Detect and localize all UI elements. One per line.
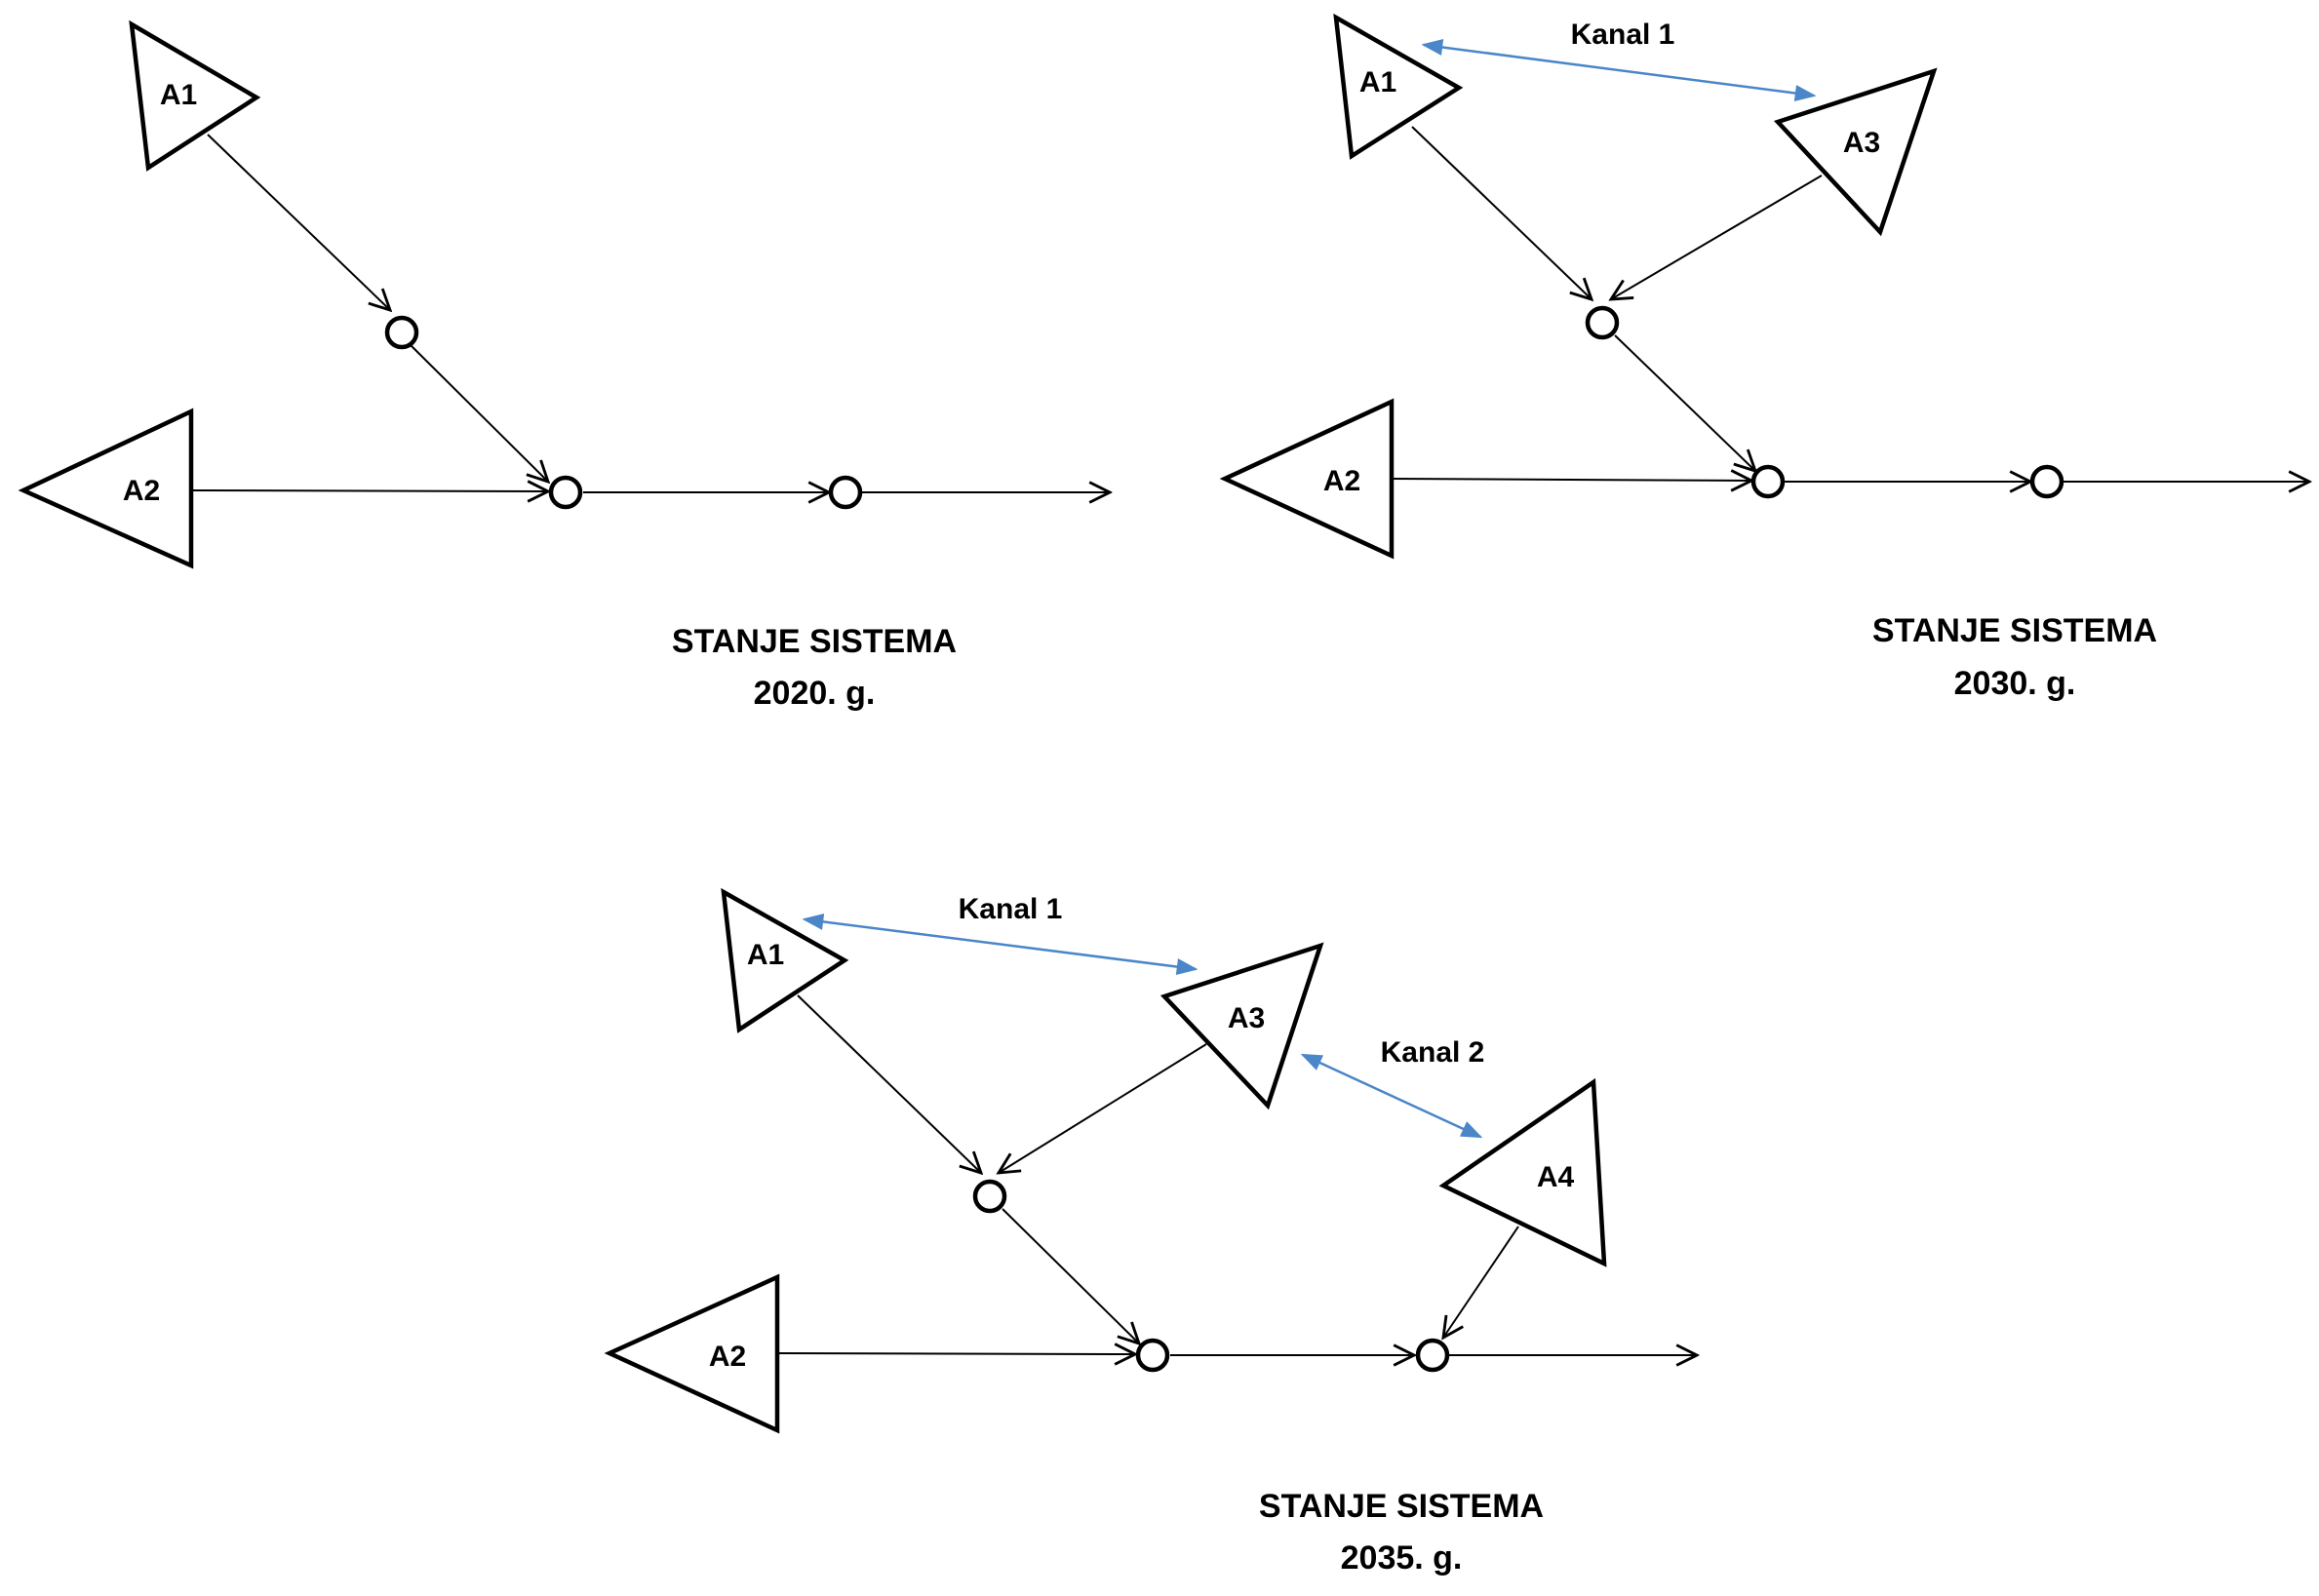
- node-label-a1: A1: [747, 939, 784, 971]
- edge-a4-to-node: [1443, 1226, 1519, 1338]
- channel-label-kanal-2: Kanal 2: [1381, 1036, 1485, 1069]
- panel-2020: A1 A2 STANJE SISTEMA 2020. g.: [18, 19, 1110, 712]
- edge-junction-to-merge: [1614, 334, 1755, 471]
- caption-year: 2030. g.: [1954, 665, 2076, 702]
- node-label-a3: A3: [1228, 1002, 1265, 1034]
- edge-a2-to-merge: [776, 1353, 1135, 1354]
- edge-a1-to-junction: [1411, 126, 1592, 299]
- node-label-a2: A2: [709, 1341, 746, 1373]
- caption-year: 2020. g.: [754, 675, 876, 712]
- panel-2035-edges: [776, 994, 1697, 1355]
- triangle-a1: [721, 887, 849, 1033]
- panel-2020-edges: [190, 134, 1110, 492]
- caption-year: 2035. g.: [1341, 1539, 1463, 1577]
- node-label-a1: A1: [160, 79, 197, 111]
- node-label-a1: A1: [1359, 66, 1396, 98]
- node-label-a2: A2: [1323, 465, 1360, 497]
- triangle-a1: [129, 19, 261, 172]
- channel-label-kanal-1: Kanal 1: [1571, 19, 1675, 51]
- panel-2030: Kanal 1 A1 A3 A2 STANJE SISTEMA 2030. g.: [1219, 13, 2309, 702]
- caption-title: STANJE SISTEMA: [1259, 1488, 1544, 1525]
- panel-2030-labels: Kanal 1 A1 A3 A2 STANJE SISTEMA 2030. g.: [1323, 19, 2157, 702]
- edge-junction-to-merge: [409, 343, 548, 482]
- panel-2020-labels: A1 A2 STANJE SISTEMA 2020. g.: [123, 79, 957, 712]
- triangle-a4: [1438, 1077, 1607, 1267]
- panel-2035-channels: [805, 919, 1480, 1139]
- caption-title: STANJE SISTEMA: [1872, 612, 2157, 649]
- caption-title: STANJE SISTEMA: [672, 623, 957, 660]
- channel-kanal-2: [1303, 1053, 1480, 1139]
- edge-a2-to-merge: [1391, 479, 1751, 481]
- panel-2030-edges: [1391, 126, 2309, 482]
- outflow-node: [828, 475, 863, 510]
- junction-node: [1585, 305, 1620, 340]
- panel-2030-channels: [1424, 45, 1814, 96]
- triangle-a3: [1773, 67, 1938, 237]
- channel-label-kanal-1: Kanal 1: [959, 893, 1063, 925]
- channel-kanal-1: [805, 919, 1196, 969]
- edge-junction-to-merge: [1002, 1208, 1139, 1343]
- panel-2030-triangles: [1219, 13, 1938, 560]
- triangle-a2: [604, 1273, 780, 1434]
- node-label-a2: A2: [123, 475, 160, 507]
- merge-node: [548, 475, 583, 510]
- node-label-a4: A4: [1537, 1161, 1575, 1193]
- merge-node: [1135, 1338, 1170, 1373]
- panel-2020-triangles: [18, 19, 261, 569]
- panel-2035: Kanal 1 Kanal 2 A1 A3 A4 A2 STANJE SISTE…: [604, 887, 1697, 1577]
- outflow-node: [2029, 464, 2064, 499]
- panel-2030-nodes: [1585, 305, 2064, 499]
- outflow-node: [1415, 1338, 1450, 1373]
- triangle-a3: [1160, 942, 1324, 1110]
- edge-a3-to-junction: [1611, 175, 1823, 299]
- triangle-a1: [1333, 13, 1464, 160]
- panel-2035-nodes: [972, 1179, 1450, 1373]
- edge-a2-to-merge: [190, 490, 548, 491]
- edge-a1-to-junction: [797, 994, 981, 1173]
- panel-2035-labels: Kanal 1 Kanal 2 A1 A3 A4 A2 STANJE SISTE…: [709, 893, 1575, 1577]
- edge-a1-to-junction: [207, 134, 390, 310]
- junction-node: [972, 1179, 1007, 1214]
- edge-a3-to-junction: [999, 1043, 1207, 1173]
- merge-node: [1750, 464, 1786, 499]
- node-label-a3: A3: [1843, 127, 1880, 159]
- junction-node: [384, 315, 419, 350]
- panel-2020-nodes: [384, 315, 863, 510]
- channel-kanal-1: [1424, 45, 1814, 96]
- triangle-a2: [1219, 398, 1395, 560]
- panel-2035-triangles: [604, 887, 1607, 1434]
- triangle-a2: [18, 408, 194, 569]
